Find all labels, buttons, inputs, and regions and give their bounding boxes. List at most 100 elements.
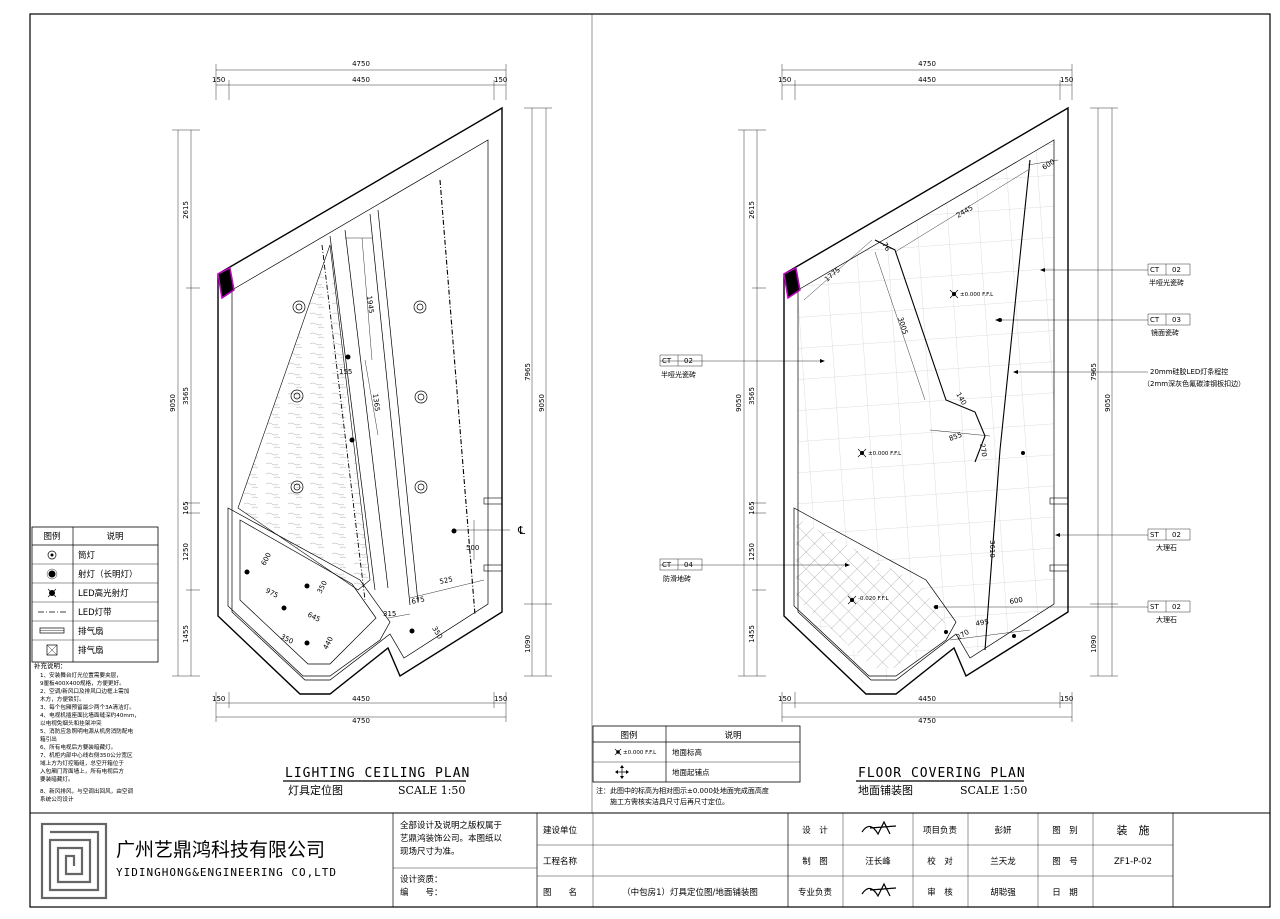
svg-text:大理石: 大理石	[1156, 543, 1177, 552]
level-mark-icon	[949, 289, 959, 299]
dim-r-top-right-edge: 150	[1060, 76, 1073, 84]
date-label: 日 期	[1052, 888, 1078, 898]
dim-left-total: 9050	[169, 394, 177, 412]
sheet-border	[29, 13, 1271, 908]
svg-text:3、每个包厢预留最少两个3A清洁灯。: 3、每个包厢预留最少两个3A清洁灯。	[40, 703, 135, 711]
legend-row-4: LED灯带	[78, 607, 112, 618]
dim-r-bottom-total: 4750	[918, 717, 936, 725]
material-callout: ST 02 大理石	[1147, 528, 1191, 552]
company-name-cn: 广州艺鼎鸿科技有限公司	[116, 839, 325, 861]
drafting-label: 制 图	[802, 856, 828, 867]
dim-bottom-left-edge: 150	[212, 695, 225, 703]
plan-label-350a: 350	[316, 579, 329, 595]
svg-text:以电视免烟头和挂架冲突: 以电视免烟头和挂架冲突	[40, 719, 102, 727]
qualification-label: 设计资质：	[400, 874, 443, 885]
plan-label-975: 975	[264, 587, 280, 600]
dim-r-bottom-left-edge: 150	[778, 695, 791, 703]
svg-text:±0.000 F.F.L: ±0.000 F.F.L	[623, 750, 657, 756]
svg-text:04: 04	[684, 561, 693, 569]
number-label: 图 号	[1052, 857, 1078, 867]
plan-label-1365: 1365	[371, 393, 381, 412]
company-name-en: YIDINGHONG&ENGINEERING CO,LTD	[116, 866, 337, 879]
legend-row-5: 排气扇	[78, 626, 104, 637]
level-2: ±0.000 F.F.L	[868, 451, 902, 457]
exhaust-box-icon	[46, 644, 58, 656]
start-point-icon	[615, 765, 629, 779]
dim-left-3565: 3565	[182, 387, 190, 405]
r-label-270a: 270	[978, 443, 988, 458]
plan-label-350c: 350	[430, 625, 444, 641]
floor-legend: 图例 说明 ±0.000 F.F.L 地面标高 地面起铺点 注：此图中的标高为相…	[592, 725, 801, 806]
title-block: 广州艺鼎鸿科技有限公司 YIDINGHONG&ENGINEERING CO,LT…	[40, 813, 1174, 907]
company-logo-icon	[40, 822, 108, 900]
legend-row-3: LED高光射灯	[78, 588, 129, 599]
plan-label-675: 675	[411, 595, 426, 606]
drawing-number: ZF1-P-02	[1114, 857, 1152, 867]
supplementary-notes: 1、安装舞台灯光位置需要夹层， 9厘板400X400规格，方便更好。 2、空调/…	[40, 671, 140, 803]
code-label: 编 号：	[400, 887, 443, 898]
svg-text:1、安装舞台灯光位置需要夹层，: 1、安装舞台灯光位置需要夹层，	[40, 671, 122, 679]
led-spot-icon	[47, 588, 57, 598]
spotlight-icon	[46, 568, 58, 580]
left-plan-subtitle: 灯具定位图	[288, 783, 343, 797]
dim-top-total: 4750	[352, 60, 370, 68]
plan-label-315: 315	[383, 610, 396, 618]
r-label-76: 76	[880, 241, 892, 253]
dim-r-bottom-inner: 4450	[918, 695, 936, 703]
dim-r-top-left-edge: 150	[778, 76, 791, 84]
check-label: 校 对	[927, 856, 953, 867]
svg-text:域上方为灯控箱组，总空开箱位于: 域上方为灯控箱组，总空开箱位于	[40, 759, 124, 767]
dim-top-left-edge: 150	[212, 76, 225, 84]
right-plan-subtitle: 地面铺装图	[858, 784, 913, 797]
svg-text:木方，方便锁钉。: 木方，方便锁钉。	[40, 695, 85, 703]
legend-head-icon: 图例	[43, 531, 60, 542]
drawing-name: （中包房1）灯具定位图/地面铺装图	[622, 887, 758, 898]
dim-r-left-165: 165	[748, 501, 756, 514]
dim-bottom-right-edge: 150	[494, 695, 507, 703]
lighting-ceiling-plan: 4750 4450 150 150 4450 4750 150 150 9050	[169, 60, 552, 725]
material-callout: CT 04 防滑地砖	[659, 558, 703, 583]
dim-bottom-inner: 4450	[352, 695, 370, 703]
left-plan-scale: SCALE 1:50	[398, 784, 465, 797]
project-lead-name: 彭妍	[994, 825, 1012, 836]
category-label: 图 别	[1052, 826, 1078, 836]
svg-text:7、机柜内部中心线右侧350公分宽区: 7、机柜内部中心线右侧350公分宽区	[40, 751, 133, 759]
led-note-1: 20mm硅胶LED灯条程控	[1150, 367, 1228, 376]
svg-text:CT: CT	[662, 357, 672, 365]
svg-text:ST: ST	[1150, 603, 1159, 611]
level-mark-icon	[847, 595, 857, 605]
legend-head-desc: 说明	[106, 531, 123, 542]
dim-left-1455: 1455	[182, 625, 190, 643]
dim-bottom-total: 4750	[352, 717, 370, 725]
material-callout: ST 02 大理石	[1147, 600, 1191, 624]
dim-r-left-total: 9050	[735, 394, 743, 412]
legend-row-1: 筒灯	[78, 550, 96, 561]
svg-text:8、新风排风，与空调出回风，由空调: 8、新风排风，与空调出回风，由空调	[40, 787, 133, 795]
copyright-line-1: 全部设计及说明之版权属于	[400, 820, 503, 831]
dim-r-left-1455: 1455	[748, 625, 756, 643]
material-callout: CT 03 镜面瓷砖	[1147, 313, 1191, 337]
signature-icon	[861, 820, 897, 898]
material-callout: CT 02 半哑光瓷砖	[1147, 263, 1191, 287]
svg-text:ST: ST	[1150, 531, 1159, 539]
dim-left-165: 165	[182, 501, 190, 514]
legend2-head-desc: 说明	[724, 730, 741, 741]
svg-text:02: 02	[684, 357, 693, 365]
downlight-icon	[47, 550, 57, 560]
svg-text:9厘板400X400规格，方便更好。: 9厘板400X400规格，方便更好。	[40, 679, 125, 687]
svg-text:防滑地砖: 防滑地砖	[663, 574, 691, 583]
drafter-name: 汪长峰	[865, 856, 891, 867]
plan-label-155: 155	[339, 368, 352, 376]
r-label-495: 495	[975, 618, 990, 628]
check-name: 兰天龙	[990, 856, 1016, 867]
design-label: 设 计	[802, 825, 828, 836]
copyright-line-3: 现场尺寸为准。	[400, 846, 460, 857]
right-plan-title: FLOOR COVERING PLAN	[858, 766, 1026, 781]
plan-label-600: 600	[260, 551, 273, 567]
r-label-600b: 600	[1009, 596, 1024, 606]
notes-title: 补充说明：	[34, 661, 67, 670]
svg-text:02: 02	[1172, 531, 1181, 539]
centerline-mark: ℄	[517, 524, 525, 537]
svg-text:入包厢门背面墙上，所有电视后方: 入包厢门背面墙上，所有电视后方	[40, 767, 124, 775]
